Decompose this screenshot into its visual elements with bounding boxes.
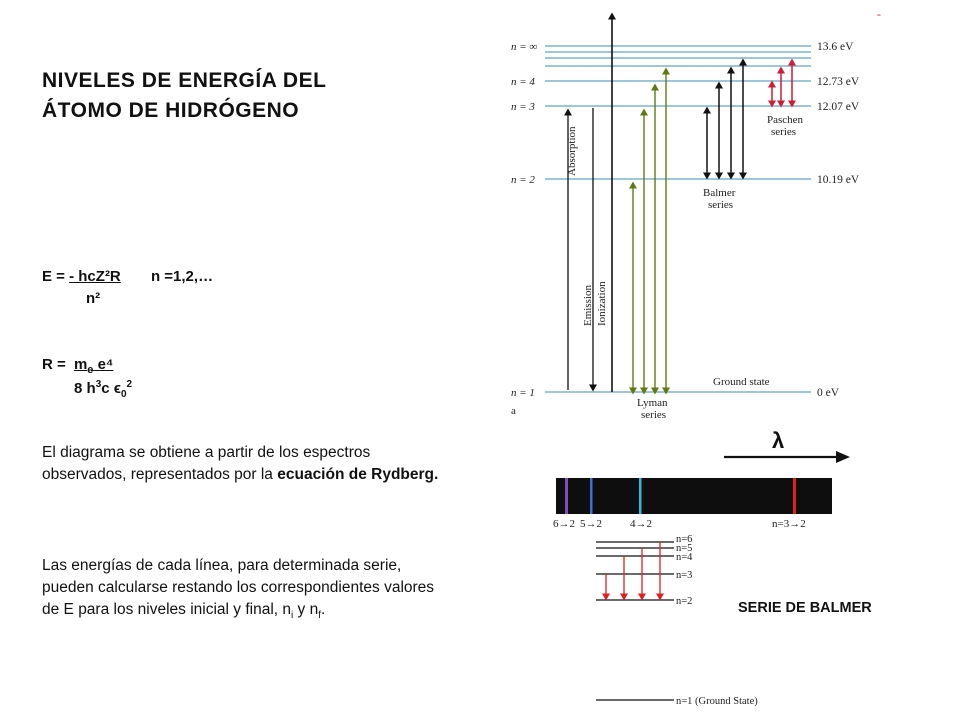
balmer-label-2: series <box>708 199 733 211</box>
rydberg-formula-numerator: me e⁴ <box>73 356 114 376</box>
energy-formula-numerator: - hcZ²R <box>69 268 121 285</box>
den-epsilon: ϵ <box>113 380 121 397</box>
sub-i: i <box>291 610 294 622</box>
paragraph-energies-mid: y n <box>293 601 319 618</box>
balmer-transition-arrows <box>602 542 664 601</box>
corner-dash-mark: - <box>877 7 881 21</box>
mass-subscript: e <box>87 364 94 376</box>
level-n-label: n = 3 <box>511 101 535 113</box>
spectrum-line-3-2 <box>793 478 796 514</box>
paragraph-energies-text: Las energías de cada línea, para determi… <box>42 557 435 618</box>
paragraph-energies: Las energías de cada línea, para determi… <box>42 555 442 627</box>
level-energy-label: 0 eV <box>817 387 840 399</box>
slide-title: NIVELES DE ENERGÍA DEL ÁTOMO DE HIDRÓGEN… <box>42 66 326 126</box>
mass-symbol: m <box>73 356 88 373</box>
balmer-level-label: n=3 <box>676 570 692 581</box>
title-line-2: ÁTOMO DE HIDRÓGENO <box>42 99 300 122</box>
lambda-symbol: λ <box>772 428 785 453</box>
den-sup-2: 2 <box>126 379 133 390</box>
balmer-spectrum: 6→2 5→2 4→2 n=3→2 <box>553 478 832 530</box>
balmer-level-labels: n=6 n=5 n=4 n=3 n=2 n=1 (Ground State) <box>676 534 758 707</box>
balmer-level-label: n=6 <box>676 534 692 545</box>
lyman-label-1: Lyman <box>637 397 668 409</box>
level-n-label: n = 1 <box>511 387 535 399</box>
level-n-label: n = 4 <box>511 76 535 88</box>
den-c: c <box>101 380 114 397</box>
lyman-label-2: series <box>641 409 666 421</box>
level-energy-label: 13.6 eV <box>817 41 854 53</box>
spectrum-line-4-2 <box>639 478 642 514</box>
energy-formula-denominator: n² <box>86 290 101 307</box>
energy-formula-n-range: n =1,2,… <box>150 268 214 285</box>
spectrum-labels: 6→2 5→2 4→2 n=3→2 <box>553 518 806 530</box>
spectrum-line-5-2 <box>590 478 593 514</box>
spectrum-label: n=3→2 <box>772 518 806 530</box>
balmer-level-label: n=2 <box>676 596 692 607</box>
absorption-label: Absorption <box>566 126 578 176</box>
balmer-level-lines <box>596 541 674 701</box>
den-sup-3: 3 <box>95 379 102 390</box>
level-energy-label: 10.19 eV <box>817 174 860 186</box>
rydberg-formula: R = me e⁴ <box>42 356 113 376</box>
energy-level-diagram: n = ∞ n = 4 n = 3 n = 2 n = 1 a 13.6 eV … <box>511 7 881 421</box>
wavelength-direction-arrow <box>724 451 850 463</box>
sub-f: f <box>318 610 321 622</box>
balmer-label-1: Balmer <box>703 187 736 199</box>
level-n-labels: n = ∞ n = 4 n = 3 n = 2 n = 1 <box>511 41 537 399</box>
level-n-label: n = ∞ <box>511 41 537 53</box>
title-line-1: NIVELES DE ENERGÍA DEL <box>42 69 327 92</box>
spectrum-label: 5→2 <box>580 518 602 530</box>
figure-letter-a: a <box>511 405 516 417</box>
serie-de-balmer-label: SERIE DE BALMER <box>738 600 872 616</box>
ionization-label: Ionization <box>596 281 608 326</box>
paschen-label-2: series <box>771 126 796 138</box>
den-planck: 8 h <box>74 380 96 397</box>
paragraph-energies-end: . <box>321 601 326 618</box>
spectrum-label: 6→2 <box>553 518 575 530</box>
spectrum-line-6-2 <box>565 478 568 514</box>
energy-formula-lhs: E = <box>42 268 65 285</box>
level-energy-label: 12.07 eV <box>817 101 860 113</box>
level-n-label: n = 2 <box>511 174 535 186</box>
rydberg-formula-lhs: R = <box>42 356 66 373</box>
spectrum-label: 4→2 <box>630 518 652 530</box>
paragraph-rydberg-bold: ecuación de Rydberg. <box>277 466 439 483</box>
balmer-level-diagram: n=6 n=5 n=4 n=3 n=2 n=1 (Ground State) <box>596 534 758 707</box>
ground-state-label: Ground state <box>713 376 770 388</box>
charge-term: e⁴ <box>93 356 114 373</box>
spectrum-background <box>556 478 832 514</box>
paragraph-rydberg-text: El diagrama se obtiene a partir de los e… <box>42 444 371 483</box>
rydberg-formula-denominator: 8 h3c ϵ02 <box>74 379 132 400</box>
wavelength-arrow-head <box>836 451 850 463</box>
lyman-series-arrows <box>629 67 670 395</box>
energy-level-lines <box>545 45 811 393</box>
balmer-level-label: n=1 (Ground State) <box>676 696 758 707</box>
paschen-label-1: Paschen <box>767 114 804 126</box>
energy-formula: E = - hcZ²R n =1,2,… <box>42 268 213 285</box>
den-sub-0: 0 <box>120 389 127 400</box>
paschen-series-arrows <box>768 58 796 108</box>
level-energy-labels: 13.6 eV 12.73 eV 12.07 eV 10.19 eV 0 eV <box>817 41 860 399</box>
balmer-series-arrows <box>703 58 747 180</box>
balmer-level-label: n=5 <box>676 543 692 554</box>
balmer-level-label: n=4 <box>676 552 693 563</box>
paragraph-rydberg: El diagrama se obtiene a partir de los e… <box>42 442 452 486</box>
level-energy-label: 12.73 eV <box>817 76 860 88</box>
emission-label: Emission <box>582 285 594 326</box>
